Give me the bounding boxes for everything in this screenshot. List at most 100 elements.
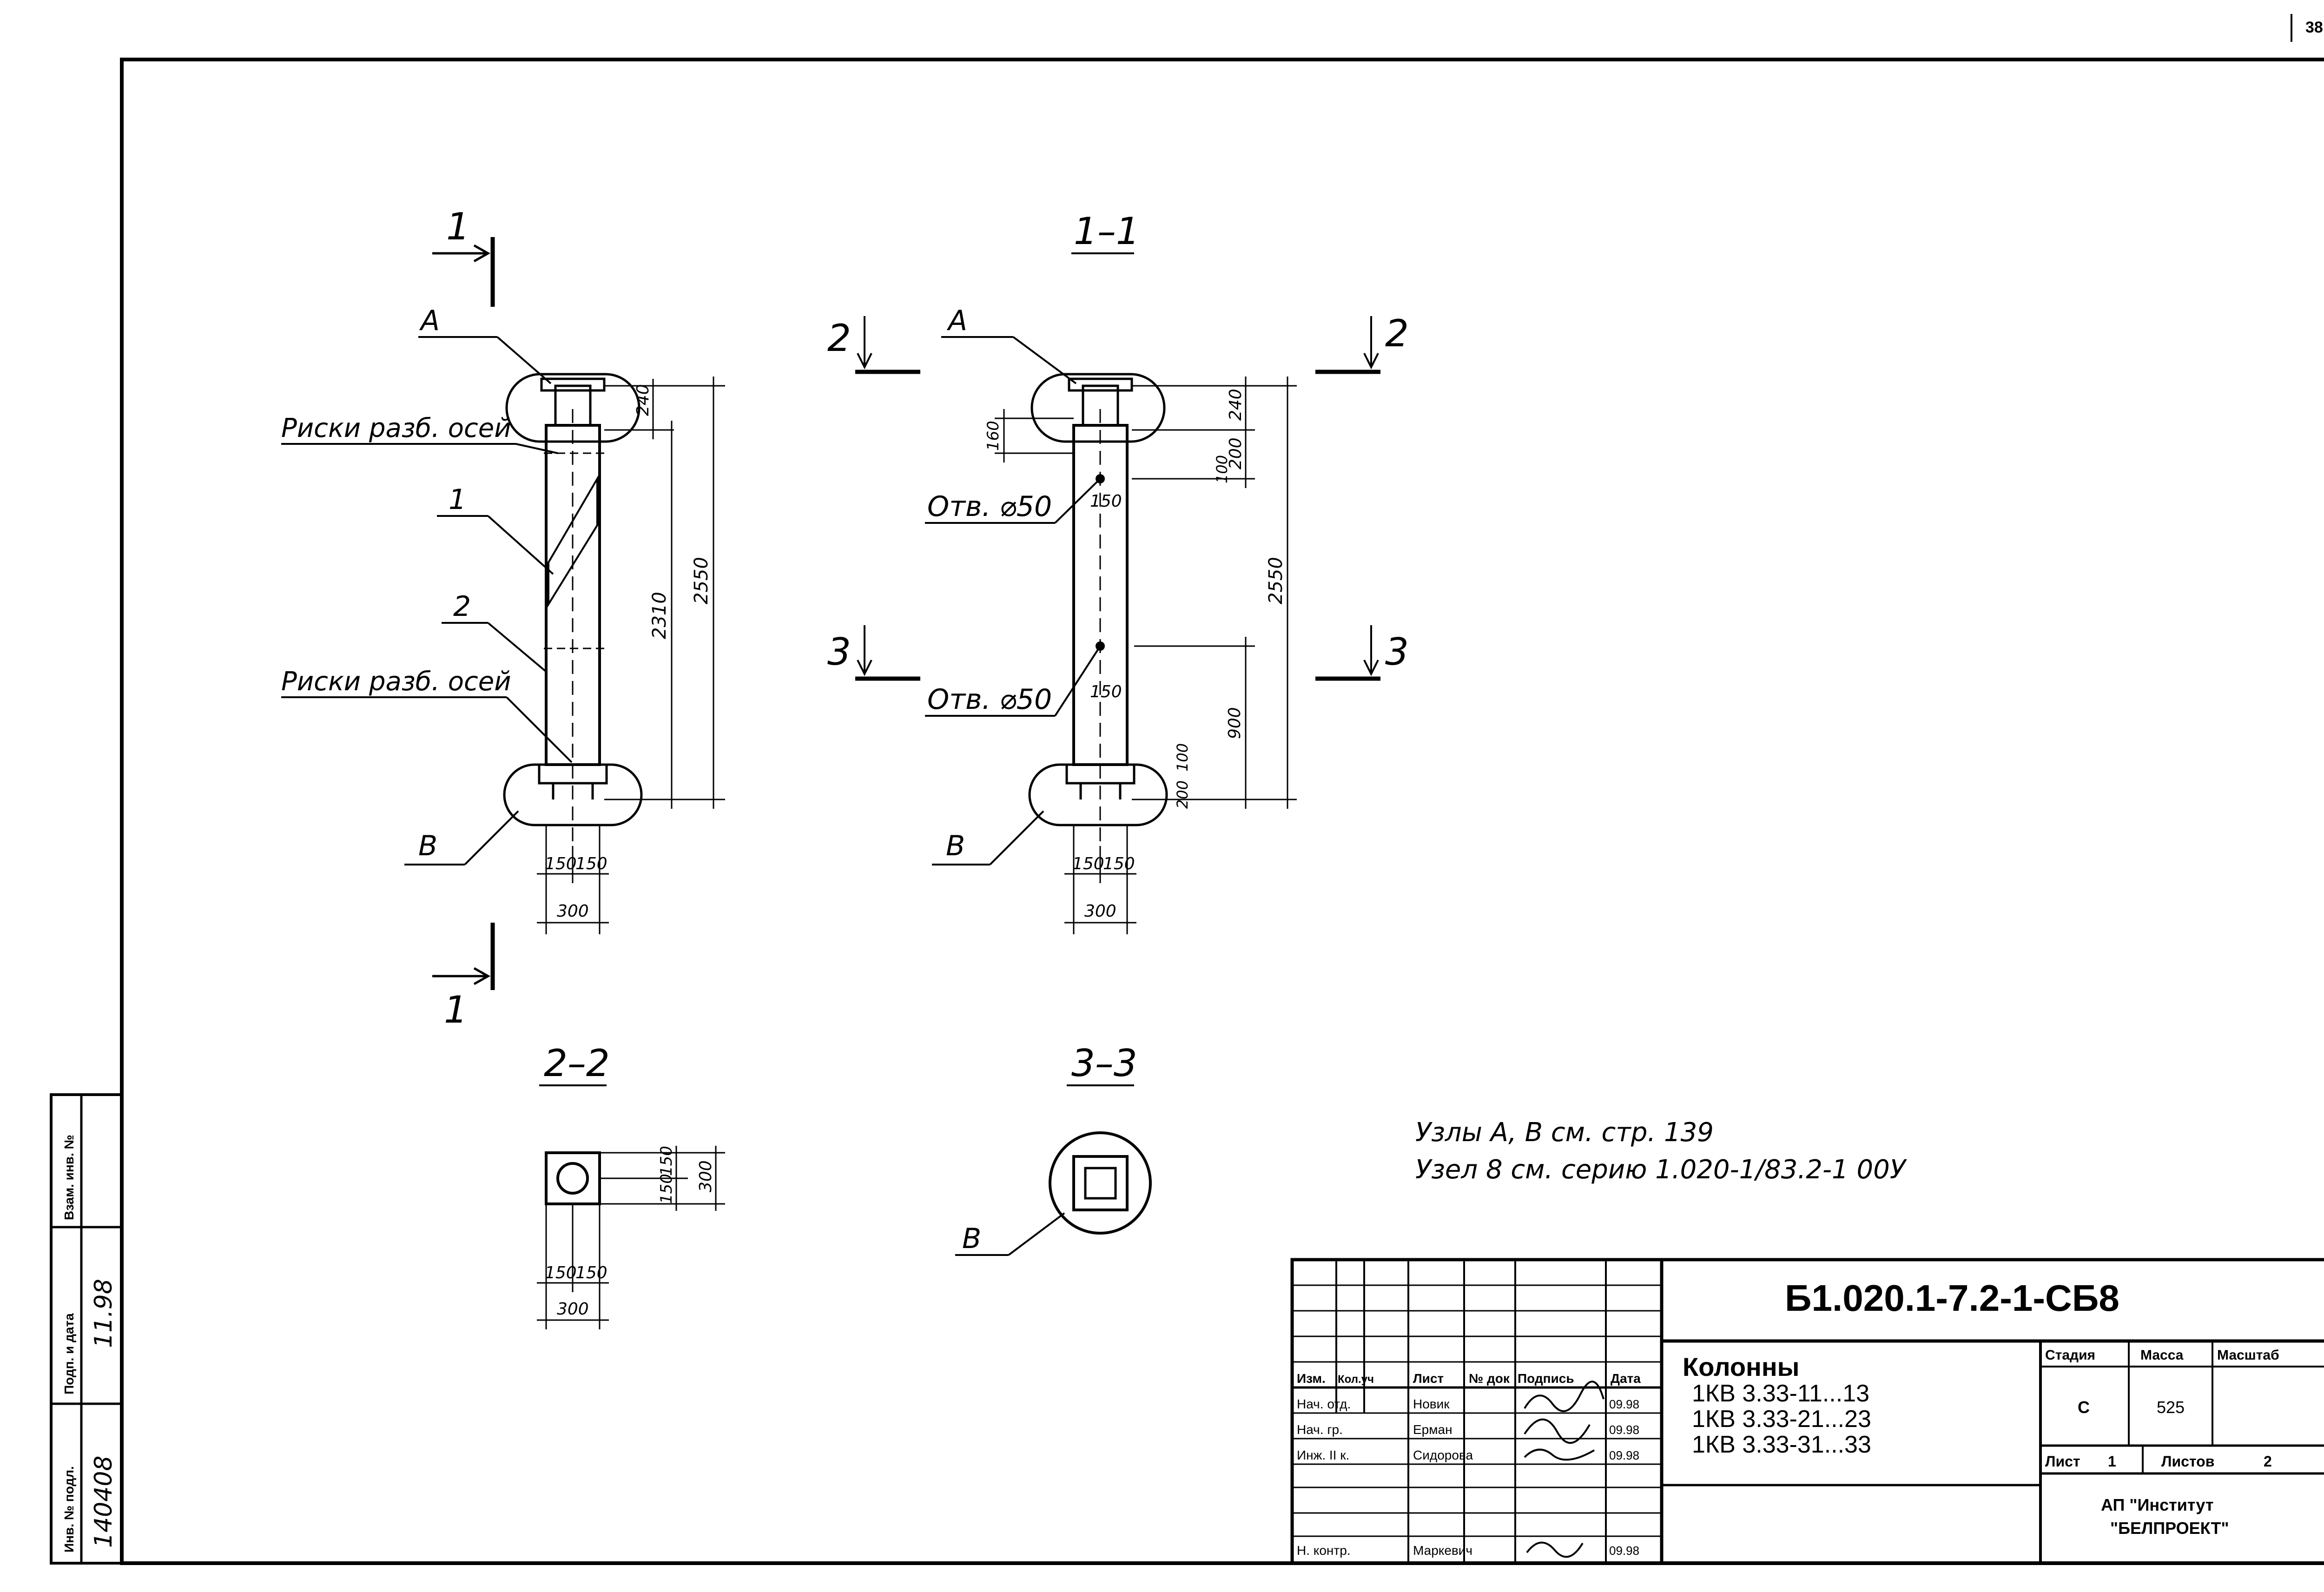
- node-b-callout-section: [1028, 763, 1168, 826]
- cut-3-label-right: 3: [1385, 630, 1409, 674]
- dim-150-section-left: 150: [1072, 854, 1104, 873]
- dim-900: 900: [1225, 707, 1244, 739]
- signer-date-3: 09.98: [1609, 1448, 1639, 1462]
- cut-label-1-bottom: 1: [444, 988, 468, 1031]
- dim-2550-section: 2550: [1265, 557, 1287, 604]
- axis-marks-label-1: Риски разб. осей: [281, 413, 511, 443]
- dim-150-sec2-left: 150: [545, 1263, 577, 1282]
- section-3-3: 3–3 В: [955, 1042, 1152, 1256]
- scale-label: Масштаб: [2217, 1348, 2279, 1363]
- section-2-2: 2–2 150 150 300 150 150 300: [537, 1042, 725, 1329]
- dim-2550-side: 2550: [691, 557, 712, 604]
- title-block: Изм. Кол.уч Лист № док Подпись Дата Нач.…: [1290, 1258, 2324, 1565]
- drawing-frame: [120, 58, 2324, 1565]
- signer-date-2: 09.98: [1609, 1423, 1639, 1437]
- dim-150-hole-lower: 150: [1090, 682, 1122, 701]
- tb-header-data: Дата: [1611, 1371, 1641, 1386]
- signer-name-1: Новик: [1413, 1397, 1450, 1411]
- signer-role-4: Н. контр.: [1297, 1543, 1351, 1558]
- node-b-label: В: [418, 830, 437, 862]
- stamp-inv-label: Инв. № подл.: [62, 1466, 76, 1552]
- signer-name-2: Ерман: [1413, 1422, 1452, 1437]
- dim-240-section: 240: [1226, 389, 1245, 421]
- dim-150-side-left: 150: [545, 854, 577, 873]
- stamp-inv-value: 140408: [90, 1455, 118, 1548]
- tb-header-kol: Кол.уч: [1338, 1373, 1374, 1386]
- dim-100-top: 100: [1213, 455, 1231, 483]
- dim-2310-side: 2310: [649, 592, 670, 639]
- stamp-sign-label: Подп. и дата: [62, 1313, 76, 1394]
- note-line-2: Узел 8 см. серию 1.020-1/83.2-1 00У: [1415, 1155, 1908, 1185]
- signer-name-4: Маркевич: [1413, 1543, 1472, 1558]
- signature-3: [1524, 1448, 1595, 1461]
- item-2: 1КВ 3.33-21...23: [1692, 1406, 1871, 1433]
- sheet-number: 1: [2108, 1453, 2116, 1470]
- signer-date-4: 09.98: [1609, 1544, 1639, 1558]
- dim-300-section: 300: [1084, 902, 1116, 921]
- page-number: 38: [2305, 19, 2323, 36]
- signature-1: [1524, 1381, 1604, 1412]
- hole-label-lower: Отв. ⌀50: [927, 683, 1052, 716]
- cut-label-1-top: 1: [446, 205, 470, 248]
- axis-marks-label-2: Риски разб. осей: [281, 667, 511, 697]
- section-1-1: 1–1 2 2 3 3 А: [827, 210, 1409, 934]
- node-b-label-section: В: [946, 830, 965, 862]
- section-1-1-title: 1–1: [1074, 210, 1140, 253]
- signer-name-3: Сидорова: [1413, 1448, 1473, 1462]
- mass-label: Масса: [2140, 1348, 2184, 1363]
- signature-2: [1524, 1418, 1591, 1444]
- dim-300-sec2-v: 300: [696, 1160, 715, 1192]
- note-line-1: Узлы А, В см. стр. 139: [1415, 1117, 1714, 1148]
- signer-date-1: 09.98: [1609, 1397, 1639, 1411]
- sheets-total: 2: [2264, 1453, 2272, 1470]
- cut-3-label-left: 3: [827, 630, 851, 674]
- dim-150-hole-upper: 150: [1090, 492, 1122, 511]
- sheets-label: Листов: [2161, 1453, 2214, 1470]
- cut-2-label-left: 2: [827, 317, 851, 360]
- node-v-label: В: [962, 1222, 981, 1255]
- signer-role-2: Нач. гр.: [1297, 1422, 1343, 1437]
- tb-header-list: Лист: [1413, 1371, 1444, 1386]
- dim-160: 160: [984, 421, 1003, 451]
- node-v-callout: [1049, 1131, 1152, 1235]
- organization-line-1: АП "Институт: [2101, 1495, 2214, 1514]
- hole-label-upper: Отв. ⌀50: [927, 490, 1052, 523]
- stage-label: Стадия: [2045, 1348, 2095, 1363]
- side-view: 1 1 А В Риски разб. осей: [281, 205, 725, 1031]
- position-1-label: 1: [449, 483, 466, 516]
- dim-150-side-right: 150: [575, 854, 607, 873]
- node-a-label-section: А: [946, 304, 967, 337]
- dim-150-section-right: 150: [1103, 854, 1135, 873]
- tb-header-podpis: Подпись: [1518, 1371, 1574, 1386]
- signature-4: [1526, 1541, 1584, 1558]
- dim-300-sec2-h: 300: [557, 1300, 589, 1319]
- item-3: 1КВ 3.33-31...33: [1692, 1431, 1871, 1458]
- dim-150-sec2-right: 150: [575, 1263, 607, 1282]
- stamp-vzam-label: Взам. инв. №: [62, 1135, 76, 1220]
- stage-value: С: [2078, 1398, 2090, 1417]
- mass-value: 525: [2157, 1398, 2185, 1417]
- node-a-callout: [505, 373, 640, 443]
- signer-role-3: Инж. II к.: [1297, 1448, 1349, 1462]
- dim-150-sec2-a: 150: [657, 1146, 676, 1176]
- sheet-label: Лист: [2045, 1453, 2080, 1470]
- position-2-label: 2: [453, 590, 471, 623]
- tb-header-ndok: № док: [1469, 1371, 1510, 1386]
- organization-line-2: "БЕЛПРОЕКТ": [2110, 1519, 2229, 1538]
- approval-stamp: Инв. № подл. Подп. и дата Взам. инв. № 1…: [50, 1093, 123, 1565]
- node-b-callout: [503, 763, 643, 826]
- dim-240-side: 240: [634, 384, 653, 416]
- dim-150-sec2-b: 150: [657, 1174, 676, 1204]
- tb-header-izm: Изм.: [1297, 1371, 1326, 1386]
- dim-200-top: 200: [1226, 437, 1245, 469]
- cut-2-label-right: 2: [1385, 312, 1409, 355]
- node-a-label: А: [419, 304, 440, 337]
- dim-100-bottom: 100: [1174, 743, 1191, 772]
- document-code: Б1.020.1-7.2-1-СБ8: [1785, 1277, 2119, 1319]
- dim-300-side: 300: [557, 902, 589, 921]
- section-3-3-title: 3–3: [1071, 1042, 1137, 1085]
- dim-200-bottom: 200: [1174, 780, 1191, 809]
- item-1: 1КВ 3.33-11...13: [1692, 1380, 1869, 1407]
- document-title: Колонны: [1683, 1352, 1800, 1381]
